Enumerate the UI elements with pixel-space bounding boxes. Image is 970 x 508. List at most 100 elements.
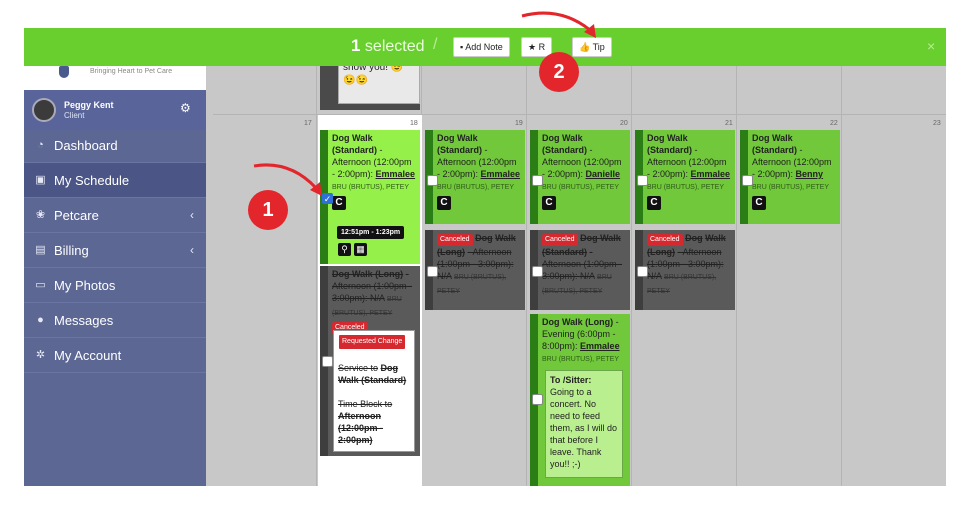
photo-icon: ▭ bbox=[35, 279, 46, 291]
repeat-icon[interactable]: C bbox=[752, 196, 766, 210]
change-time-label: Time Block to bbox=[338, 399, 393, 409]
visit-time: - Afternoon (12:00pm - 2:00pm): bbox=[437, 145, 517, 179]
visit-checkbox[interactable] bbox=[637, 175, 648, 186]
visit-time: - Afternoon (12:00pm - 2:00pm): bbox=[542, 145, 622, 179]
pet-names: BRU (BRUTUS), PETEY bbox=[542, 356, 620, 363]
pet-names: BRU (BRUTUS), PETEY bbox=[647, 274, 717, 295]
dashboard-icon: ◔ bbox=[37, 139, 44, 151]
visit-checkbox[interactable] bbox=[532, 175, 543, 186]
repeat-icon[interactable]: C bbox=[332, 196, 346, 210]
sidebar: Bringing Heart to Pet Care Peggy Kent Cl… bbox=[24, 28, 206, 486]
callout-badge-1: 1 bbox=[248, 190, 288, 230]
visit-checkbox[interactable] bbox=[427, 266, 438, 277]
sidebar-item-label: Messages bbox=[54, 313, 114, 328]
visit-title: Dog bbox=[685, 233, 703, 243]
visit-title: Dog bbox=[475, 233, 493, 243]
sitter-link[interactable]: Danielle bbox=[585, 169, 621, 179]
visit-checkbox[interactable] bbox=[532, 394, 543, 405]
sidebar-item-my-account[interactable]: ✲ My Account bbox=[24, 338, 206, 373]
visit-checkbox[interactable] bbox=[322, 356, 333, 367]
callout-badge-2: 2 bbox=[539, 52, 579, 92]
day-column bbox=[633, 28, 737, 486]
sidebar-item-label: My Account bbox=[54, 348, 122, 363]
thumbs-up-icon: 👍 bbox=[579, 42, 591, 52]
day-column bbox=[528, 28, 632, 486]
visit-checkbox[interactable] bbox=[742, 175, 753, 186]
visit-time: - Afternoon (12:00pm - 2:00pm): bbox=[332, 145, 412, 179]
visit-time: - Afternoon (12:00pm - 2:00pm): bbox=[752, 145, 832, 179]
sidebar-item-dashboard[interactable]: ◔ Dashboard bbox=[24, 128, 206, 163]
document-icon: ▤ bbox=[35, 244, 46, 256]
visit-card[interactable]: Dog Walk (Standard) - Afternoon (12:00pm… bbox=[425, 130, 525, 224]
visit-card[interactable]: Dog Walk (Standard) - Afternoon (12:00pm… bbox=[740, 130, 840, 224]
paw-icon: ❀ bbox=[35, 209, 46, 221]
sitter-link[interactable]: Emmalee bbox=[580, 341, 620, 351]
week-divider bbox=[213, 114, 946, 115]
visit-title: Dog Walk (Standard) bbox=[542, 233, 621, 257]
report-icon[interactable]: ▦ bbox=[354, 243, 367, 256]
day-number: 18 bbox=[410, 120, 418, 127]
sidebar-item-messages[interactable]: ● Messages bbox=[24, 303, 206, 338]
repeat-icon[interactable]: C bbox=[542, 196, 556, 210]
user-name: Peggy Kent bbox=[64, 100, 114, 110]
repeat-icon[interactable]: C bbox=[437, 196, 451, 210]
sidebar-item-label: Petcare bbox=[54, 208, 99, 223]
sidebar-menu: ◔ Dashboard ▣ My Schedule ❀ Petcare ‹ ▤ … bbox=[24, 128, 206, 373]
gear-icon[interactable]: ⚙ bbox=[180, 101, 191, 115]
sitter-link[interactable]: Emmalee bbox=[480, 169, 521, 179]
chevron-left-icon: ‹ bbox=[190, 208, 194, 222]
pet-names: BRU (BRUTUS), PETEY bbox=[332, 184, 410, 191]
visit-card[interactable]: Dog Walk (Standard) - Afternoon (12:00pm… bbox=[635, 130, 735, 224]
avatar[interactable] bbox=[32, 98, 56, 122]
sitter-link[interactable]: Emmalee bbox=[690, 169, 731, 179]
repeat-icon[interactable]: C bbox=[647, 196, 661, 210]
app-frame: Bringing Heart to Pet Care Peggy Kent Cl… bbox=[24, 28, 946, 486]
visit-time: - Afternoon (1:00pm - 3:00pm): N/A bbox=[542, 247, 623, 281]
note-text: Going to a concert. No need to feed them… bbox=[550, 387, 618, 469]
visit-checkbox[interactable] bbox=[427, 175, 438, 186]
rate-button[interactable]: ★ R bbox=[521, 37, 553, 57]
map-pin-icon[interactable]: ⚲ bbox=[338, 243, 351, 256]
pet-names: BRU (BRUTUS), PETEY bbox=[542, 184, 620, 191]
visit-title: Dog Walk (Standard) bbox=[437, 133, 482, 155]
callout-arrow-1 bbox=[253, 163, 322, 196]
visit-time: - Afternoon (1:00pm - 3:00pm): N/A bbox=[437, 247, 514, 281]
selection-count: 1 selected bbox=[351, 36, 425, 56]
gears-icon: ✲ bbox=[35, 349, 46, 361]
visit-title: Walk (Long) bbox=[647, 233, 726, 257]
sidebar-item-my-photos[interactable]: ▭ My Photos bbox=[24, 268, 206, 303]
note-icon: ▪ bbox=[460, 42, 464, 52]
user-role: Client bbox=[64, 111, 85, 120]
visit-title: Dog Walk (Long) bbox=[542, 317, 614, 327]
visit-checkbox[interactable]: ✓ bbox=[322, 193, 333, 204]
visit-time: - Evening (6:00pm - 8:00pm): bbox=[542, 317, 619, 351]
sidebar-item-petcare[interactable]: ❀ Petcare ‹ bbox=[24, 198, 206, 233]
visit-card-canceled[interactable]: Canceled Dog Walk (Long) - Afternoon (1:… bbox=[425, 230, 525, 310]
add-note-label: Add Note bbox=[465, 42, 503, 52]
note-heading: To /Sitter: bbox=[550, 375, 592, 385]
day-number: 20 bbox=[620, 120, 628, 127]
calendar-icon: ▣ bbox=[35, 174, 46, 186]
change-request-box: Requested Change Service to Dog Walk (St… bbox=[333, 330, 415, 452]
visit-checkbox[interactable] bbox=[637, 266, 648, 277]
tip-button[interactable]: 👍 Tip bbox=[572, 37, 612, 57]
selected-count: 1 bbox=[351, 36, 361, 55]
change-service-value: Dog Walk (Standard) bbox=[338, 363, 407, 385]
sidebar-item-my-schedule[interactable]: ▣ My Schedule bbox=[24, 163, 206, 198]
add-note-button[interactable]: ▪ Add Note bbox=[453, 37, 510, 57]
sitter-link[interactable]: Emmalee bbox=[375, 169, 416, 179]
sitter-link[interactable]: Benny bbox=[795, 169, 824, 179]
close-icon[interactable]: × bbox=[927, 38, 936, 54]
visit-title: Dog Walk (Long) bbox=[332, 269, 404, 279]
visit-card-canceled[interactable]: Canceled Dog Walk (Standard) - Afternoon… bbox=[530, 230, 630, 310]
sidebar-item-billing[interactable]: ▤ Billing ‹ bbox=[24, 233, 206, 268]
visit-title: Dog Walk (Standard) bbox=[332, 133, 377, 155]
visit-title: Walk (Long) bbox=[437, 233, 516, 257]
day-number: 21 bbox=[725, 120, 733, 127]
visit-card[interactable]: Dog Walk (Standard) - Afternoon (12:00pm… bbox=[530, 130, 630, 224]
visit-checkbox[interactable] bbox=[532, 266, 543, 277]
toolbar-separator: / bbox=[433, 36, 438, 53]
visit-title: Dog Walk (Standard) bbox=[752, 133, 797, 155]
pet-names: BRU (BRUTUS), PETEY bbox=[752, 184, 830, 191]
visit-card-canceled[interactable]: Canceled Dog Walk (Long) - Afternoon (1:… bbox=[635, 230, 735, 310]
